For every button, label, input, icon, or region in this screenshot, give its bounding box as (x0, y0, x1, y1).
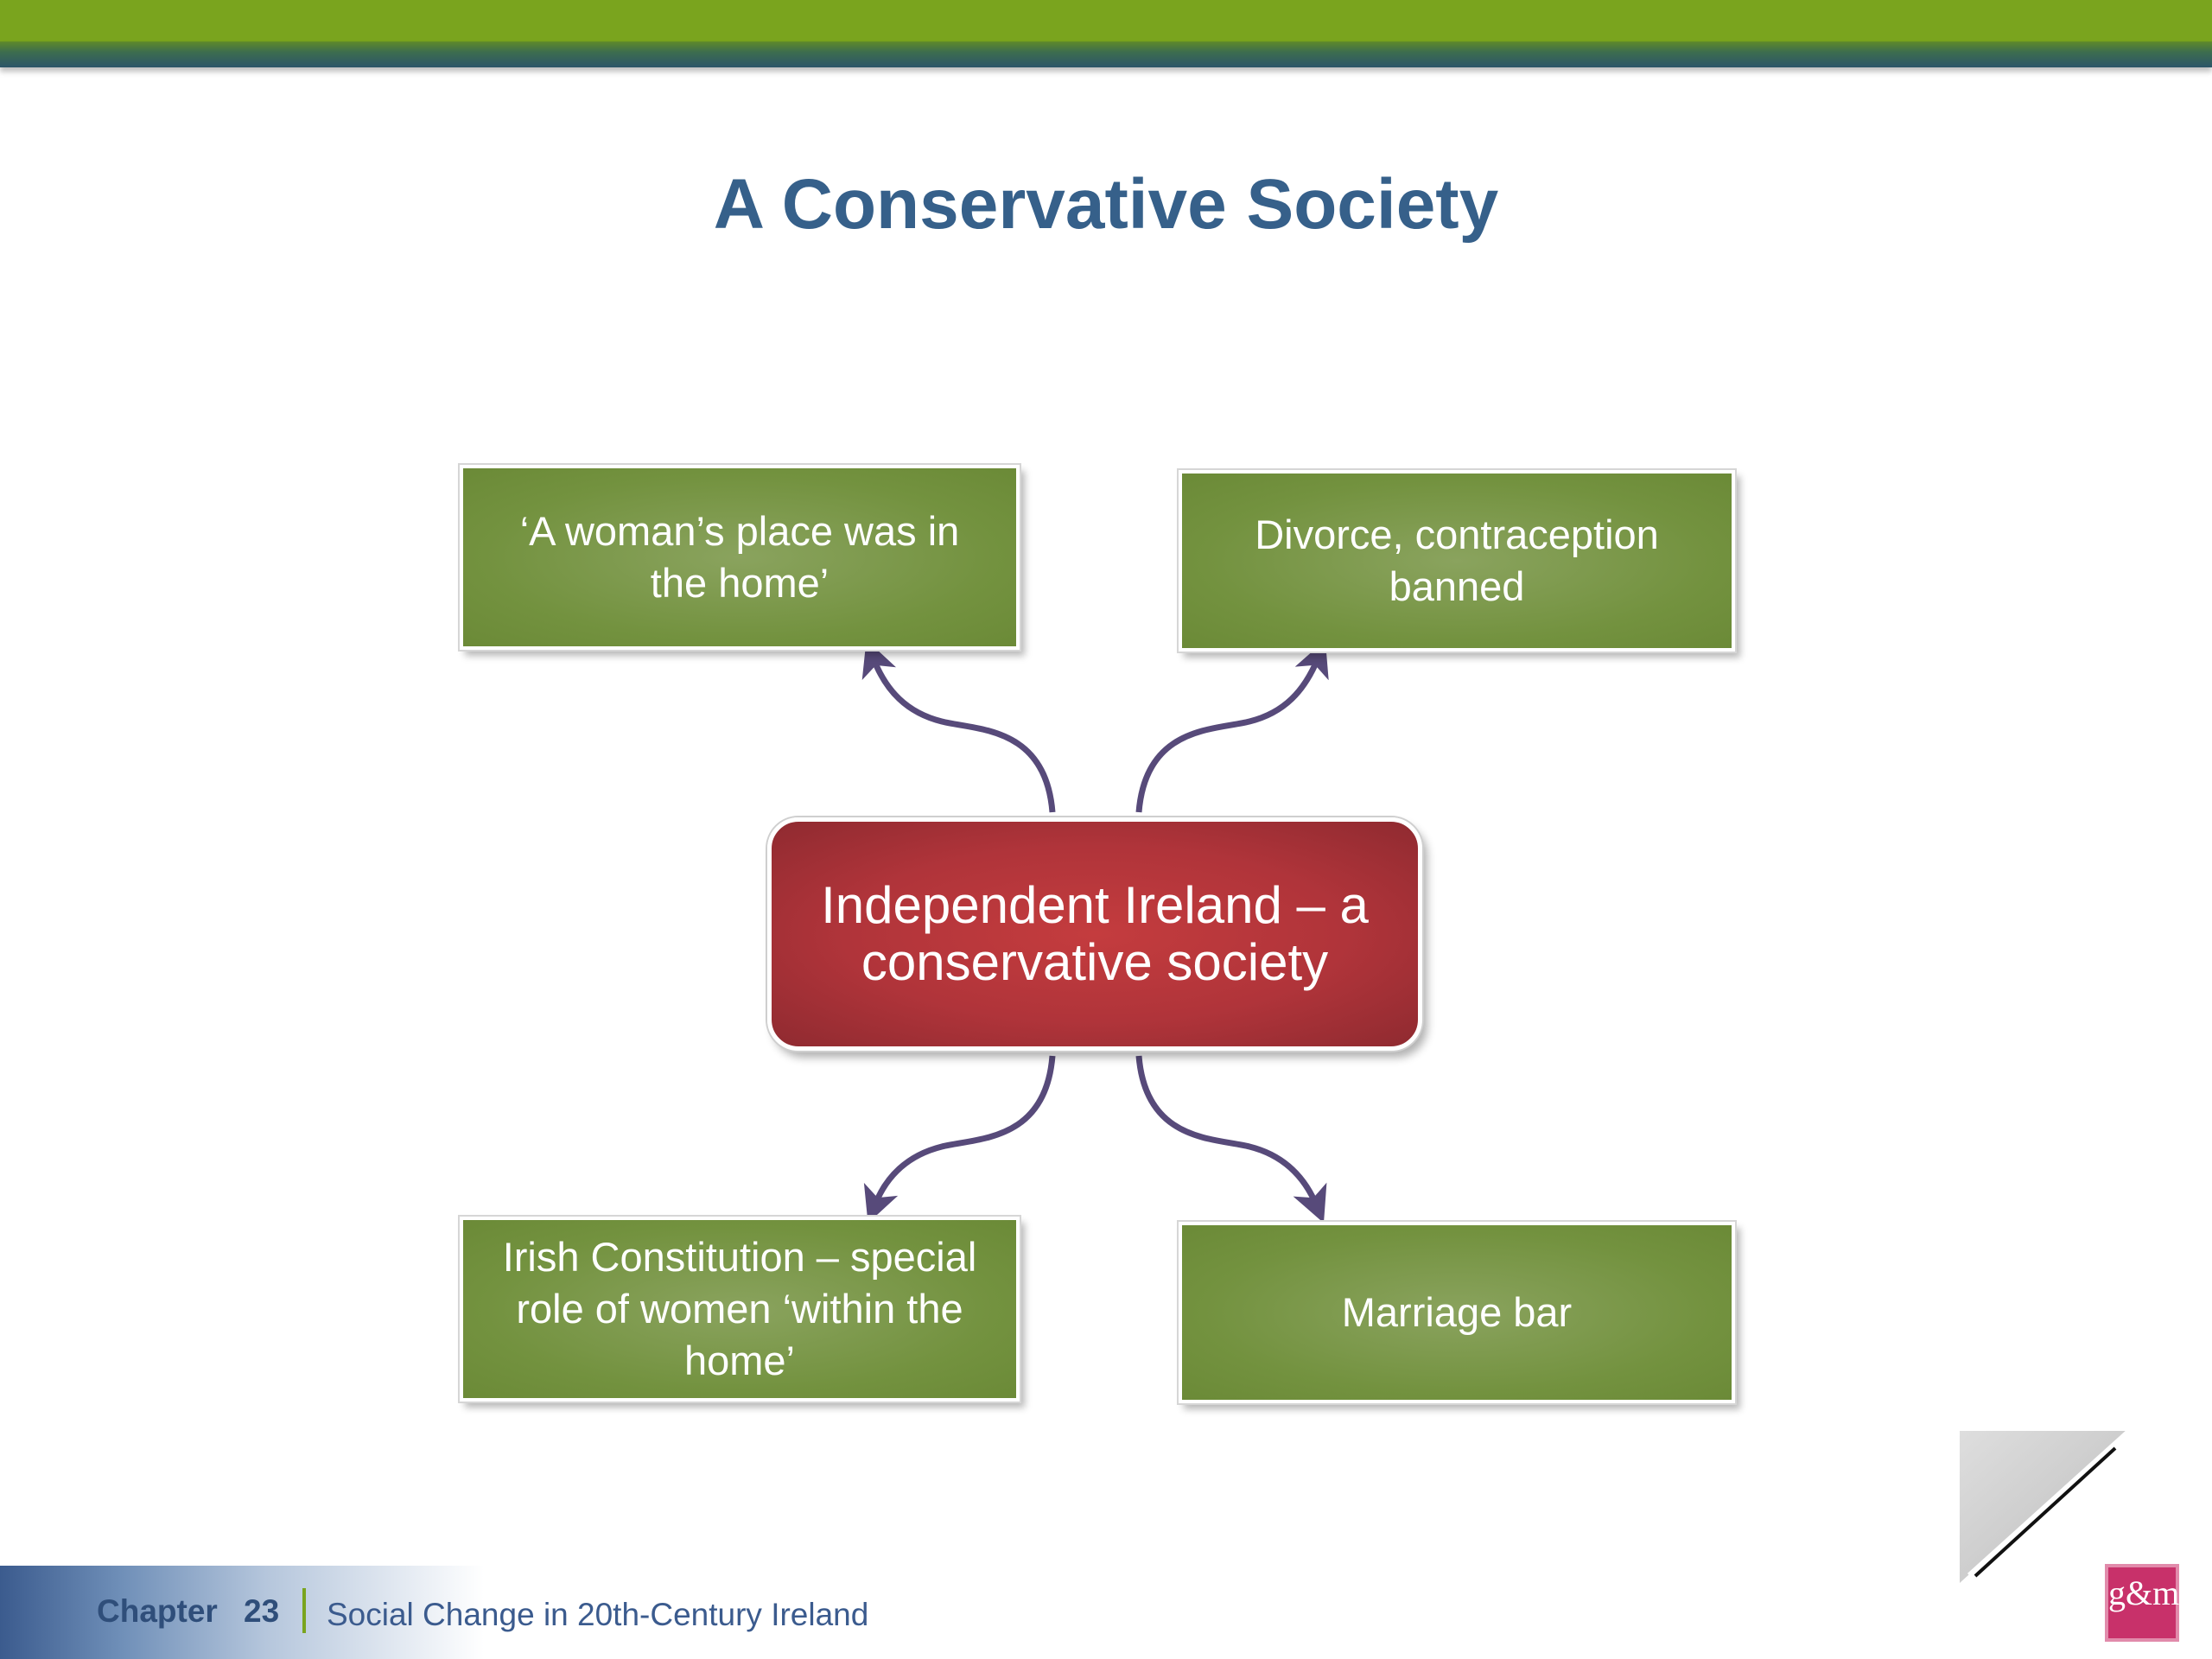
diagram-box-label: Marriage bar (1341, 1289, 1573, 1335)
arrow-to-box-3 (863, 1055, 1056, 1224)
diagram-box-label: ‘A woman’s place was in the home’ (519, 508, 960, 606)
arrow-to-box-4 (1135, 1055, 1327, 1224)
footer-band (0, 1566, 484, 1659)
footer-chapter-label: Chapter (97, 1593, 218, 1629)
arrow-to-box-2 (1135, 639, 1329, 813)
logo-text: g&m (2108, 1573, 2180, 1612)
header-bar (0, 0, 2212, 41)
page-title: A Conservative Society (713, 165, 1499, 244)
gm-logo-icon: g&m (2105, 1564, 2179, 1642)
footer-chapter-number: 23 (244, 1593, 280, 1629)
arrow-to-box-1 (861, 639, 1056, 813)
footer-divider (302, 1588, 306, 1633)
diagram-box-constitution: Irish Constitution – special role of wom… (460, 1217, 1020, 1402)
diagram-box-label: Divorce, contraception banned (1255, 512, 1659, 609)
diagram-box-marriage-bar: Marriage bar (1179, 1222, 1735, 1403)
footer-subject: Social Change in 20th-Century Ireland (327, 1597, 869, 1632)
header-bar-shadow (0, 41, 2212, 67)
diagram-center-node: Independent Ireland – a conservative soc… (767, 817, 1422, 1051)
diagram-box-label: Irish Constitution – special role of wom… (502, 1234, 977, 1383)
page-curl-icon[interactable] (1960, 1431, 2136, 1586)
diagram-center-label: Independent Ireland – a conservative soc… (821, 876, 1369, 991)
diagram-box-womans-place: ‘A woman’s place was in the home’ (460, 465, 1020, 650)
diagram-box-divorce: Divorce, contraception banned (1179, 470, 1735, 652)
